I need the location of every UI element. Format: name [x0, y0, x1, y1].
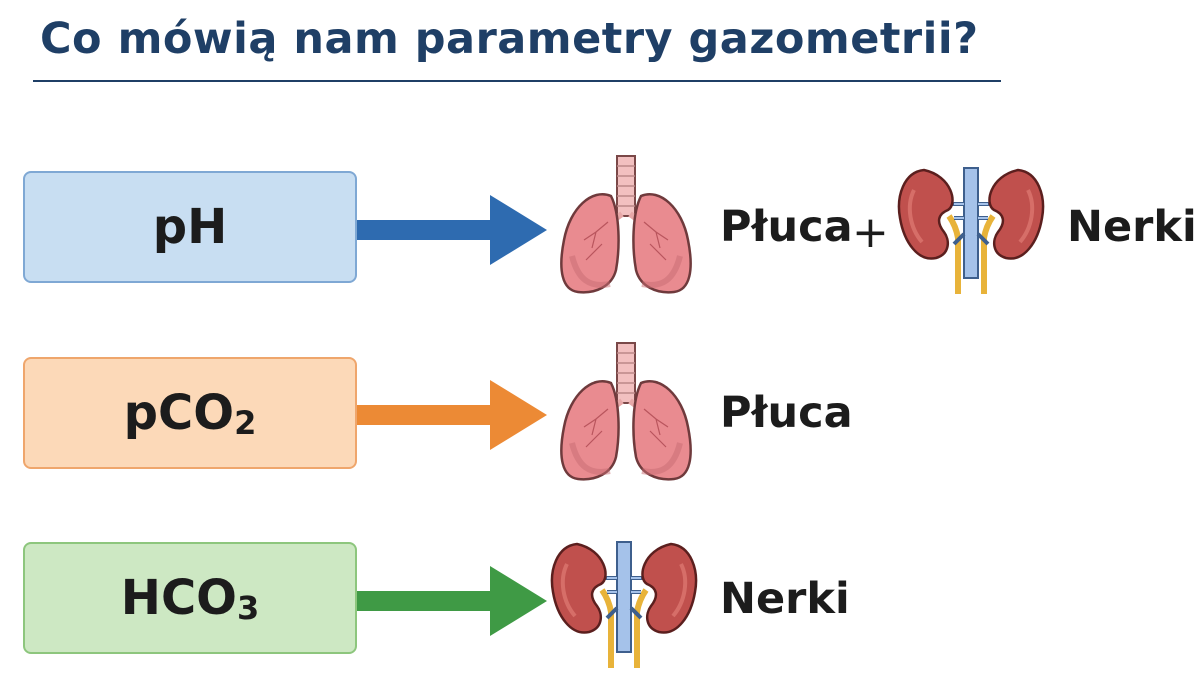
param-subscript-pco2: 2: [234, 404, 257, 442]
arrow-ph: [357, 195, 547, 265]
param-label-ph: pH: [152, 199, 228, 255]
param-label-pco2: pCO: [123, 385, 235, 441]
organ-label-kidneys: Nerki: [720, 574, 850, 624]
param-label-hco3: HCO: [120, 570, 237, 626]
arrow-hco3: [357, 566, 547, 636]
title-underline: [33, 80, 1001, 82]
lungs-icon: [556, 339, 696, 489]
kidneys-icon: [549, 540, 699, 670]
page-title: Co mówią nam parametry gazometrii?: [40, 14, 979, 64]
arrow-pco2: [357, 380, 547, 450]
kidneys-icon: [896, 166, 1046, 296]
param-box-ph: pH: [23, 171, 357, 283]
organ-label-kidneys: Nerki: [1067, 202, 1197, 252]
plus-sign: +: [852, 207, 889, 258]
param-subscript-hco3: 3: [236, 589, 260, 627]
organ-label-lungs: Płuca: [720, 388, 853, 438]
organ-label-lungs: Płuca: [720, 202, 853, 252]
lungs-icon: [556, 152, 696, 302]
